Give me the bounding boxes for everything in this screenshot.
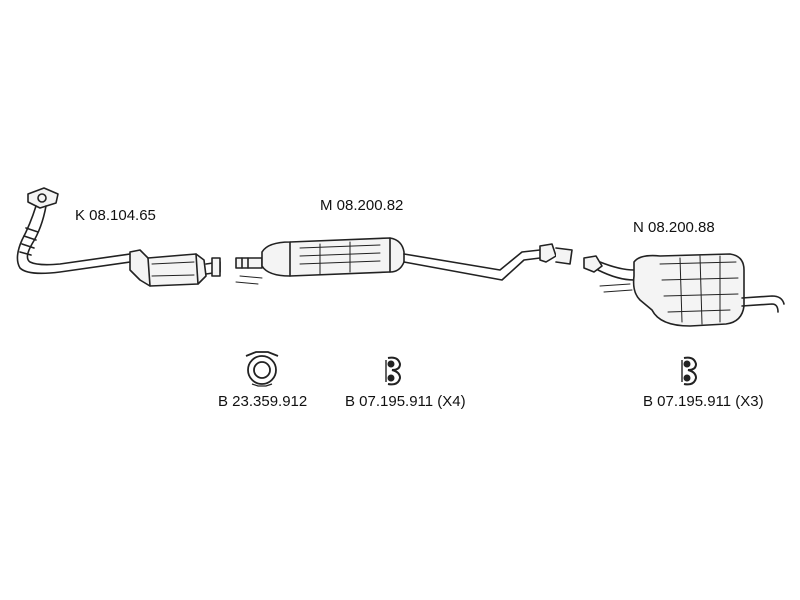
catalytic-converter (129, 249, 207, 287)
rubber-hanger-icon (681, 356, 698, 386)
front-pipe-flange (27, 187, 59, 209)
front-downpipe (16, 205, 131, 275)
clamp-code-label: B 23.359.912 (218, 393, 308, 410)
middle-silencer-code-label: M 08.200.82 (320, 197, 404, 214)
clamp-icon (245, 351, 279, 387)
middle-silencer-body (261, 237, 405, 277)
rear-silencer-code-label: N 08.200.88 (633, 219, 715, 236)
middle-silencer-assembly (235, 237, 573, 285)
hanger-rear-code-label: B 07.195.911 (X3) (643, 393, 764, 410)
front-pipe-code-label: K 08.104.65 (75, 207, 156, 224)
hanger-middle-code-label: B 07.195.911 (X4) (345, 393, 466, 410)
rear-silencer-body (632, 253, 745, 327)
rear-silencer-assembly (583, 253, 785, 327)
front-pipe-assembly (16, 187, 221, 287)
rubber-hanger-icon (385, 356, 402, 386)
